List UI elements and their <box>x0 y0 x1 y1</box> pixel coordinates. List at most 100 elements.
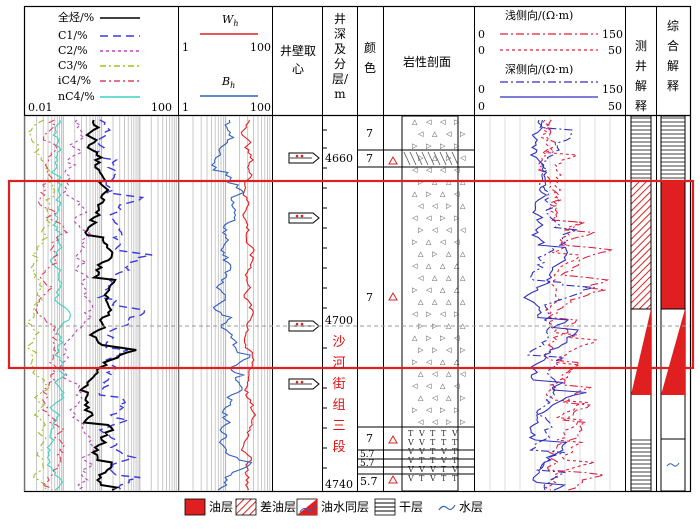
log-interpretation-title: 测井解释 <box>634 39 647 113</box>
nc4-curve <box>46 119 71 491</box>
svg-text:▷: ▷ <box>432 346 438 354</box>
col2-scale-max-bottom: 100 <box>250 101 271 114</box>
svg-text:◁: ◁ <box>418 130 424 138</box>
svg-text:△: △ <box>426 262 432 270</box>
res-row4-min: 0 <box>478 100 485 113</box>
depth-column-title: 井深及分层/m <box>332 12 349 101</box>
svg-text:T: T <box>441 429 447 438</box>
svg-text:▷: ▷ <box>412 286 418 294</box>
svg-text:△: △ <box>446 298 452 306</box>
svg-text:◁: ◁ <box>412 382 418 390</box>
svg-text:△: △ <box>440 190 446 198</box>
svg-text:△: △ <box>432 274 438 282</box>
bh-curve <box>210 119 253 491</box>
svg-text:▷: ▷ <box>454 310 460 318</box>
svg-text:◁: ◁ <box>426 358 432 366</box>
color-code-6: 5.7 <box>360 459 375 469</box>
svg-text:△: △ <box>418 250 424 258</box>
highlight-box <box>7 179 695 370</box>
svg-text:▷: ▷ <box>446 202 452 210</box>
svg-text:V: V <box>440 456 447 465</box>
series-label-nc4: nC4/% <box>58 90 95 103</box>
poor-oil-zone <box>630 180 652 310</box>
svg-text:▷: ▷ <box>460 394 466 402</box>
svg-text:▷: ▷ <box>418 322 424 330</box>
svg-text:▷: ▷ <box>426 142 432 150</box>
svg-text:▷: ▷ <box>418 346 424 354</box>
series-label-c3: C3/% <box>58 59 88 72</box>
series-label-c2: C2/% <box>58 44 88 57</box>
depth-4700: 4700 <box>325 314 353 327</box>
svg-text:◁: ◁ <box>454 166 460 174</box>
svg-text:T: T <box>452 447 458 456</box>
svg-text:▷: ▷ <box>418 154 424 162</box>
svg-text:△: △ <box>418 298 424 306</box>
svg-text:△: △ <box>432 154 438 162</box>
svg-text:△: △ <box>454 358 460 366</box>
svg-text:▷: ▷ <box>432 250 438 258</box>
legend-oil: 油层 <box>209 500 234 514</box>
res-row1-min: 0 <box>478 28 485 41</box>
svg-text:◁: ◁ <box>432 394 438 402</box>
svg-text:V: V <box>451 465 458 474</box>
svg-text:△: △ <box>440 382 446 390</box>
color-code-2: 7 <box>366 152 373 165</box>
color-code-3: 7 <box>366 291 373 304</box>
col1-scale-min: 0.01 <box>28 101 53 114</box>
bh-label: Bh <box>222 75 236 91</box>
svg-text:▷: ▷ <box>412 238 418 246</box>
svg-text:▷: ▷ <box>412 406 418 414</box>
svg-text:V: V <box>418 447 425 456</box>
svg-text:▷: ▷ <box>460 130 466 138</box>
svg-text:◁: ◁ <box>446 226 452 234</box>
svg-text:◁: ◁ <box>426 406 432 414</box>
svg-text:◁: ◁ <box>446 346 452 354</box>
svg-text:T: T <box>452 438 458 447</box>
svg-text:T: T <box>452 474 458 483</box>
core-samples <box>288 152 320 390</box>
svg-text:◁: ◁ <box>426 286 432 294</box>
res-row2-max: 50 <box>608 44 622 57</box>
lithology-column-title: 岩性剖面 <box>403 55 452 69</box>
oil-water-zone <box>631 309 651 395</box>
svg-text:V: V <box>451 429 458 438</box>
svg-text:◁: ◁ <box>440 166 446 174</box>
svg-text:△: △ <box>440 358 446 366</box>
col2-scale-max-top: 100 <box>250 41 271 54</box>
svg-text:◁: ◁ <box>426 382 432 390</box>
svg-text:T: T <box>441 438 447 447</box>
svg-text:▷: ▷ <box>460 346 466 354</box>
svg-text:T: T <box>419 474 425 483</box>
svg-text:▷: ▷ <box>412 142 418 150</box>
svg-text:V: V <box>407 474 414 483</box>
series-label-ic4: iC4/% <box>58 74 92 87</box>
svg-text:◁: ◁ <box>446 130 452 138</box>
svg-text:△: △ <box>412 118 418 126</box>
svg-text:T: T <box>430 456 436 465</box>
svg-text:△: △ <box>446 250 452 258</box>
svg-text:△: △ <box>412 190 418 198</box>
svg-text:◁: ◁ <box>454 190 460 198</box>
svg-text:△: △ <box>454 262 460 270</box>
color-column-title: 颜色 <box>363 41 376 75</box>
svg-text:◁: ◁ <box>432 370 438 378</box>
svg-text:◁: ◁ <box>460 154 466 162</box>
svg-text:△: △ <box>460 250 466 258</box>
legend-dry: 干层 <box>399 500 424 514</box>
svg-text:◁: ◁ <box>440 310 446 318</box>
svg-text:◁: ◁ <box>460 226 466 234</box>
svg-text:▷: ▷ <box>454 406 460 414</box>
svg-text:△: △ <box>460 202 466 210</box>
svg-text:V: V <box>407 438 414 447</box>
svg-text:▷: ▷ <box>440 214 446 222</box>
svg-text:◁: ◁ <box>426 166 432 174</box>
svg-text:◁: ◁ <box>454 238 460 246</box>
svg-text:◁: ◁ <box>426 214 432 222</box>
svg-text:◁: ◁ <box>412 214 418 222</box>
svg-text:V: V <box>418 429 425 438</box>
res-row3-max: 150 <box>602 83 623 96</box>
deep-res-curve-2 <box>523 119 587 491</box>
svg-text:T: T <box>430 429 436 438</box>
